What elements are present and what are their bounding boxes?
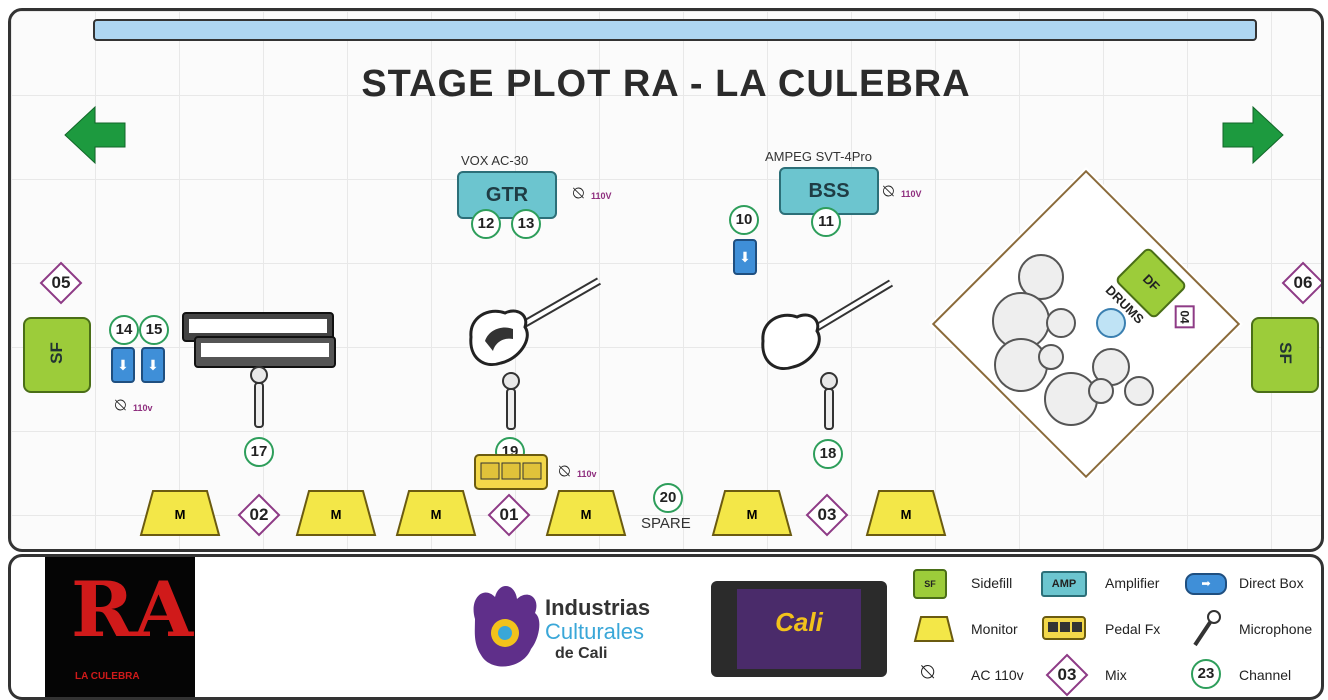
keyboard-icon: [182, 312, 336, 368]
legend-label-mix: Mix: [1105, 667, 1127, 683]
channel-20: 20: [653, 483, 683, 513]
amp-model-label: VOX AC-30: [461, 153, 529, 168]
power-icon: ⍉: [883, 181, 894, 201]
sidefill-left: SF: [23, 317, 91, 393]
direct-box-icon: ➡: [1185, 573, 1227, 595]
footer-panel: RA LA CULEBRA Industrias Culturales de C…: [8, 554, 1324, 700]
legend-label-sidefill: Sidefill: [971, 575, 1013, 591]
svg-text:M: M: [431, 507, 442, 522]
monitor-wedge: M: [865, 490, 947, 536]
power-label: 110v: [577, 469, 597, 479]
electric-guitar-icon: [469, 277, 601, 366]
channel-12: 12: [471, 209, 501, 239]
power-icon: ⍉: [573, 183, 584, 203]
pedal-fx-icon: [474, 454, 548, 490]
stage-area: STAGE PLOT RA - LA CULEBRA SF SF 05 06 1…: [8, 8, 1324, 552]
amp-gtr: GTR: [457, 171, 557, 219]
monitor-wedge: M: [545, 490, 627, 536]
svg-text:M: M: [175, 507, 186, 522]
left-arrow-icon: [64, 105, 126, 165]
mix-icon: 03: [1045, 653, 1089, 697]
monitor-wedge: M: [295, 490, 377, 536]
direct-box-icon: ⬇: [111, 347, 135, 383]
spare-label: SPARE: [641, 515, 691, 532]
power-icon: ⍉: [115, 395, 126, 415]
legend: SF Sidefill AMP Amplifier ➡ Direct Box M…: [909, 561, 1319, 697]
legend-label-ac: AC 110v: [971, 667, 1024, 683]
svg-text:M: M: [331, 507, 342, 522]
amp-model-label: AMPEG SVT-4Pro: [765, 149, 872, 164]
mix-badge-01: 01: [487, 493, 531, 537]
microphone-icon: [502, 372, 520, 430]
legend-label-microphone: Microphone: [1239, 621, 1313, 637]
channel-14: 14: [109, 315, 139, 345]
power-icon: ⍉: [559, 461, 570, 481]
sidefill-right: SF: [1251, 317, 1319, 393]
power-icon: ⍉: [921, 659, 935, 684]
page-title: STAGE PLOT RA - LA CULEBRA: [361, 63, 971, 105]
channel-13: 13: [511, 209, 541, 239]
bass-guitar-icon: [761, 279, 894, 370]
legend-label-channel: Channel: [1239, 667, 1292, 683]
channel-15: 15: [139, 315, 169, 345]
legend-label-pedal-fx: Pedal Fx: [1105, 621, 1161, 637]
pedal-fx-icon: [1042, 616, 1086, 640]
svg-text:M: M: [581, 507, 592, 522]
sidefill-icon: SF: [913, 569, 947, 599]
amp-icon: AMP: [1041, 571, 1087, 597]
monitor-wedge: M: [139, 490, 221, 536]
channel-17: 17: [244, 437, 274, 467]
festival-badge: Cali: [711, 581, 887, 677]
drum-kit: [992, 254, 1154, 426]
channel-10: 10: [729, 205, 759, 235]
mix-badge-04: 04: [1174, 305, 1195, 329]
legend-label-direct-box: Direct Box: [1239, 575, 1304, 591]
hand-logo-icon: [473, 585, 540, 667]
svg-text:M: M: [901, 507, 912, 522]
microphone-icon: [250, 366, 268, 428]
microphone-icon: [1193, 610, 1221, 647]
band-logo: RA LA CULEBRA: [45, 557, 195, 697]
right-arrow-icon: [1222, 105, 1284, 165]
direct-box-icon: ⬇: [733, 239, 757, 275]
monitor-wedge: M: [395, 490, 477, 536]
mix-badge-02: 02: [237, 493, 281, 537]
stage-top-bar: [93, 19, 1257, 41]
channel-11: 11: [811, 207, 841, 237]
legend-label-amplifier: Amplifier: [1105, 575, 1160, 591]
power-label: 110V: [591, 191, 612, 201]
mix-badge-06: 06: [1281, 261, 1321, 305]
legend-label-monitor: Monitor: [971, 621, 1018, 637]
sponsor-line-2: Culturales: [545, 619, 645, 644]
microphone-icon: [820, 372, 838, 430]
mix-badge-05: 05: [39, 261, 83, 305]
sponsor-line-3: de Cali: [555, 645, 608, 662]
direct-box-icon: ⬇: [141, 347, 165, 383]
sponsor-line-1: Industrias: [545, 595, 651, 620]
svg-text:M: M: [747, 507, 758, 522]
channel-icon: 23: [1191, 659, 1221, 689]
monitor-icon: [913, 616, 955, 642]
power-label: 110v: [133, 403, 153, 413]
mix-badge-03: 03: [805, 493, 849, 537]
power-label: 110V: [901, 189, 922, 199]
channel-18: 18: [813, 439, 843, 469]
monitor-wedge: M: [711, 490, 793, 536]
